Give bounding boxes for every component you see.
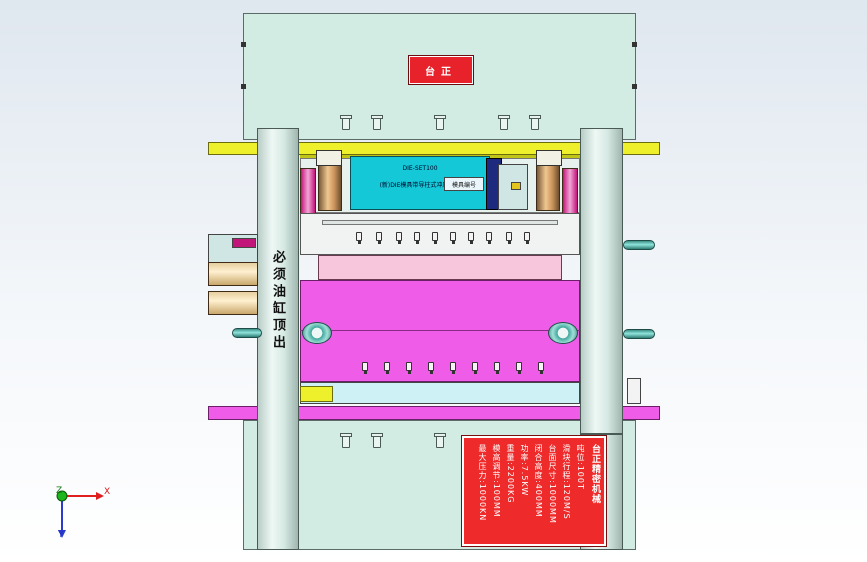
left-cylinder xyxy=(300,168,316,215)
lower-magenta-plate xyxy=(208,406,660,420)
top-bolt xyxy=(529,115,541,130)
pin-icon xyxy=(428,362,434,374)
pin-icon xyxy=(472,362,478,374)
spec-line: 功率:7.5KW xyxy=(520,444,529,497)
die-tag: 模具编号 xyxy=(444,177,484,191)
pink-plate xyxy=(318,255,562,280)
pin-icon xyxy=(538,362,544,374)
left-lifting-eye-icon xyxy=(302,322,332,344)
right-handle-upper-icon xyxy=(623,240,655,250)
axis-z-label: Z xyxy=(56,486,63,496)
pin-icon xyxy=(506,232,512,244)
left-side-cylinder-2 xyxy=(208,291,258,315)
axis-y-label: Y xyxy=(58,530,64,540)
die-label-cn: (新)DIE模具带导柱式冲压模具 xyxy=(379,182,461,189)
lower-cyan-plate xyxy=(300,382,580,404)
pin-icon xyxy=(516,362,522,374)
left-guide-pillar xyxy=(257,128,299,550)
lower-die-line xyxy=(300,330,580,331)
right-spring xyxy=(536,165,560,211)
pin-icon xyxy=(396,232,402,244)
frame-screw-icon xyxy=(632,84,637,89)
spec-line: 吨位:100T xyxy=(576,444,585,490)
right-handle-lower-icon xyxy=(623,329,655,339)
right-cylinder xyxy=(562,168,578,215)
die-marker-icon xyxy=(511,182,521,190)
left-side-switch xyxy=(232,238,256,248)
pin-icon xyxy=(432,232,438,244)
pin-icon xyxy=(450,232,456,244)
top-bolt xyxy=(434,115,446,130)
pin-icon xyxy=(384,362,390,374)
frame-screw-icon xyxy=(241,84,246,89)
spec-plate: 台正精密机械 吨位:100T 滑块行程:120M/S 台面尺寸:1000MM 闭… xyxy=(461,435,607,547)
bottom-bolt xyxy=(340,433,352,448)
top-bolt xyxy=(371,115,383,130)
lower-yellow-insert xyxy=(300,386,333,402)
spec-line: 闭合高度:400MM xyxy=(534,444,543,518)
axis-x-label: X xyxy=(104,487,111,497)
brand-plate: 台正 xyxy=(408,55,474,85)
spec-line: 滑块行程:120M/S xyxy=(562,444,571,520)
pin-icon xyxy=(356,232,362,244)
spec-title: 台正精密机械 xyxy=(590,444,600,504)
top-bolt xyxy=(498,115,510,130)
pin-icon xyxy=(450,362,456,374)
axis-triad-icon xyxy=(56,490,104,538)
pin-icon xyxy=(468,232,474,244)
die-tag-text: 模具编号 xyxy=(451,181,476,189)
bottom-bolt xyxy=(434,433,446,448)
spec-line: 模高调节:100MM xyxy=(492,444,501,518)
pin-icon xyxy=(362,362,368,374)
left-side-cylinder-1 xyxy=(208,262,258,286)
brand-plate-text: 台正 xyxy=(425,66,457,78)
right-spring-cap xyxy=(536,150,562,166)
pin-icon xyxy=(414,232,420,244)
spec-line: 最大压力:1000KN xyxy=(478,444,487,522)
top-bolt xyxy=(340,115,352,130)
die-label: DIE-SET100 xyxy=(402,165,438,172)
stripper-bar xyxy=(322,220,558,225)
pin-icon xyxy=(486,232,492,244)
spec-line: 重量:2200KG xyxy=(506,444,515,504)
pin-icon xyxy=(406,362,412,374)
bottom-bolt xyxy=(371,433,383,448)
right-lifting-eye-icon xyxy=(548,322,578,344)
pin-icon xyxy=(376,232,382,244)
spec-line: 台面尺寸:1000MM xyxy=(548,444,557,524)
pin-icon xyxy=(494,362,500,374)
pin-icon xyxy=(524,232,530,244)
right-side-block xyxy=(627,378,641,404)
left-spring xyxy=(318,165,342,211)
frame-screw-icon xyxy=(632,42,637,47)
left-spring-cap xyxy=(316,150,342,166)
vertical-warning: 必须油缸顶出 xyxy=(270,250,285,352)
left-handle-icon xyxy=(232,328,262,338)
right-guide-pillar xyxy=(580,128,623,434)
lower-die-block xyxy=(300,280,580,382)
frame-screw-icon xyxy=(241,42,246,47)
